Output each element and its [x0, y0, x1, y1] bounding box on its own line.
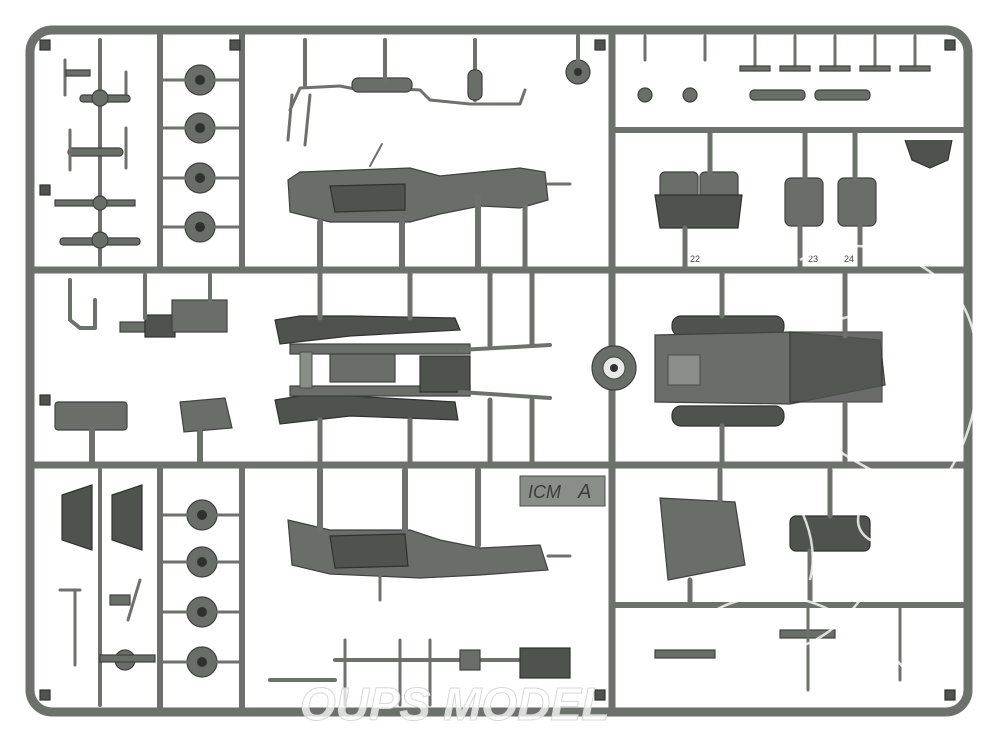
small-wheels-top: [160, 64, 242, 243]
springs-and-linkages-bottom-left: [58, 484, 156, 671]
sprue-tag-brand: ICM: [528, 482, 561, 502]
svg-text:22: 22: [690, 254, 700, 264]
watermark-text: OUPS MODEL: [300, 678, 609, 730]
drive-shaft-parts-bottom: [268, 638, 571, 707]
sprue-tag: ICM A: [519, 475, 606, 507]
small-parts-top-right: [565, 34, 953, 169]
sprue-tag-letter: A: [577, 481, 591, 503]
floor-pan-part: [654, 269, 886, 465]
seat-parts: 22 23 24: [654, 129, 877, 271]
body-side-panel-top: [287, 143, 572, 271]
misc-parts-middle-left: [54, 273, 233, 465]
body-side-panel-bottom: [287, 467, 572, 602]
small-linkage-parts-top-left: [54, 58, 141, 249]
center-sprue-hub: [591, 345, 637, 391]
small-wheels-bottom: [160, 499, 242, 678]
watermark-dragon-logo: [699, 244, 980, 701]
chassis-frame-part: [274, 269, 552, 465]
exhaust-pipe-part: [286, 38, 527, 147]
svg-text:23: 23: [808, 254, 818, 264]
watermark: OUPS MODEL: [300, 244, 980, 731]
svg-text:24: 24: [844, 254, 854, 264]
